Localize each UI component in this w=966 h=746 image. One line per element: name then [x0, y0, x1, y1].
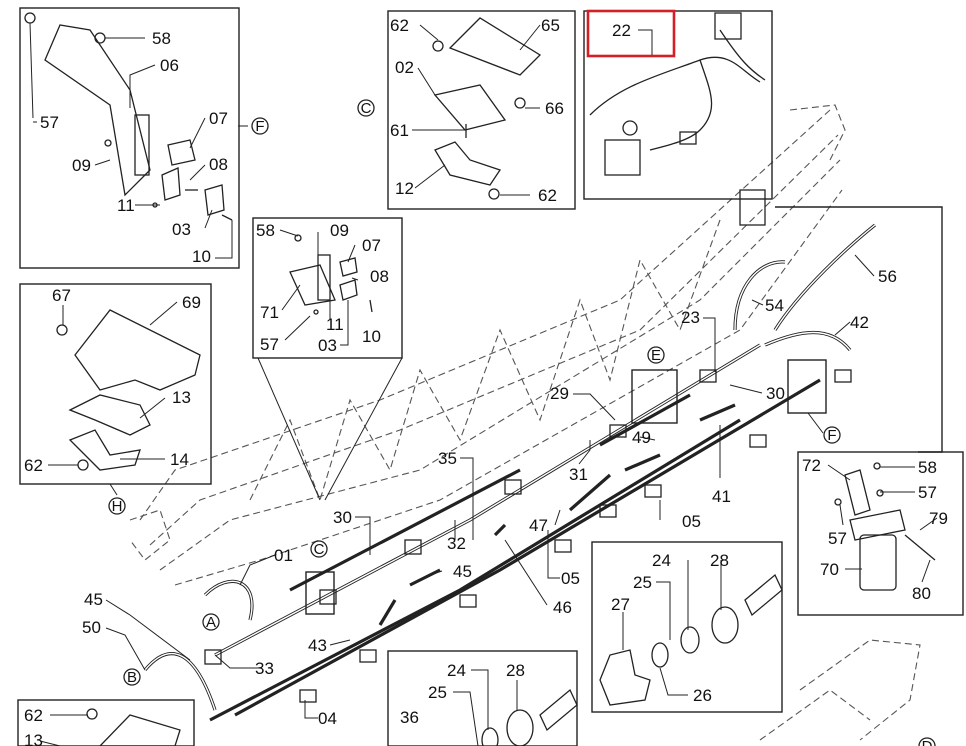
callout-f-right: F — [827, 427, 836, 444]
part-label: 24 — [652, 551, 671, 570]
part-label: 45 — [453, 562, 472, 581]
part-label: 11 — [326, 315, 344, 334]
part-label: 05 — [682, 512, 701, 531]
part-label: 06 — [160, 56, 179, 75]
part-label: 36 — [400, 708, 419, 727]
callout-h: H — [112, 498, 123, 515]
part-labels: 57 58 06 07 09 08 11 03 10 62 65 02 66 6… — [24, 16, 948, 746]
part-label: 13 — [24, 731, 43, 746]
part-label: 29 — [550, 384, 569, 403]
detail-box-lower-left — [17, 699, 195, 746]
part-label: 03 — [318, 336, 337, 355]
part-label: 03 — [172, 220, 191, 239]
callout-d: D — [922, 738, 933, 746]
part-label-22: 22 — [612, 21, 631, 40]
part-label: 57 — [828, 529, 847, 548]
part-22-highlight — [586, 9, 676, 58]
callout-a: A — [206, 614, 216, 631]
part-label: 71 — [260, 303, 279, 322]
part-label: 28 — [710, 551, 729, 570]
part-label: 69 — [182, 293, 201, 312]
part-label: 04 — [318, 709, 337, 728]
callout-boxes — [305, 359, 827, 615]
part-label: 79 — [929, 509, 948, 528]
part-label: 28 — [506, 661, 525, 680]
part-label: 30 — [333, 508, 352, 527]
callout-f-top: F — [255, 118, 264, 135]
detail-box-fittings — [591, 541, 783, 713]
part-label: 57 — [40, 113, 59, 132]
boom-truss — [129, 104, 921, 741]
callout-c-mid: C — [314, 541, 325, 558]
leader-lines — [33, 24, 938, 746]
detail-box-h — [19, 283, 212, 485]
callout-c-top: C — [361, 100, 372, 117]
part-label: 58 — [918, 458, 937, 477]
part-label: 25 — [633, 573, 652, 592]
part-label: 26 — [693, 686, 712, 705]
part-label: 50 — [82, 618, 101, 637]
part-label: 10 — [362, 327, 381, 346]
detail-box-f — [19, 7, 240, 269]
detail-box-fittings-2 — [387, 650, 578, 746]
part-label: 42 — [850, 313, 869, 332]
part-label: 62 — [390, 16, 409, 35]
part-label: 56 — [878, 267, 897, 286]
part-label: 14 — [170, 450, 189, 469]
part-label: 72 — [802, 456, 821, 475]
callout-e: E — [651, 347, 661, 364]
part-label: 70 — [820, 560, 839, 579]
part-label: 49 — [632, 428, 651, 447]
part-label: 41 — [712, 487, 731, 506]
detail-box-c — [387, 10, 576, 210]
part-label: 43 — [308, 636, 327, 655]
part-label: 61 — [390, 121, 409, 140]
part-label: 80 — [912, 584, 931, 603]
part-label: 58 — [152, 29, 171, 48]
part-label: 12 — [395, 179, 414, 198]
part-label: 32 — [447, 534, 466, 553]
part-label: 07 — [209, 109, 228, 128]
part-label: 27 — [611, 595, 630, 614]
detail-box-filter — [797, 451, 964, 616]
part-label: 45 — [84, 590, 103, 609]
part-label: 35 — [438, 449, 457, 468]
part-label: 62 — [24, 456, 43, 475]
part-label: 67 — [52, 286, 71, 305]
part-label: 65 — [541, 16, 560, 35]
part-label: 58 — [256, 221, 275, 240]
part-label: 62 — [24, 706, 43, 725]
part-label: 08 — [370, 267, 389, 286]
part-label: 02 — [395, 58, 414, 77]
part-label: 05 — [561, 569, 580, 588]
part-label: 47 — [529, 516, 548, 535]
part-label: 09 — [72, 156, 91, 175]
part-label: 13 — [172, 388, 191, 407]
detail-box-22 — [583, 9, 773, 200]
part-label: 23 — [681, 308, 700, 327]
part-label: 24 — [447, 661, 466, 680]
part-label: 33 — [255, 659, 274, 678]
part-label: 30 — [766, 384, 785, 403]
part-label: 07 — [362, 236, 381, 255]
part-label: 57 — [260, 335, 279, 354]
callout-b: B — [127, 669, 137, 686]
callout-letters: C F H E F C A B D — [108, 99, 936, 746]
nozzle-clusters — [204, 369, 852, 703]
detail-box-bracket — [252, 217, 403, 501]
part-label: 66 — [545, 99, 564, 118]
part-label: 01 — [274, 546, 293, 565]
part-label: 25 — [428, 683, 447, 702]
part-label: 08 — [209, 155, 228, 174]
part-label: 62 — [538, 186, 557, 205]
part-label: 31 — [569, 465, 588, 484]
part-label: 46 — [553, 598, 572, 617]
detail-link-right — [739, 189, 943, 453]
part-label: 10 — [192, 247, 211, 266]
part-label: 11 — [117, 196, 135, 215]
part-label: 09 — [330, 221, 349, 240]
part-label: 54 — [765, 296, 784, 315]
part-label: 57 — [918, 483, 937, 502]
